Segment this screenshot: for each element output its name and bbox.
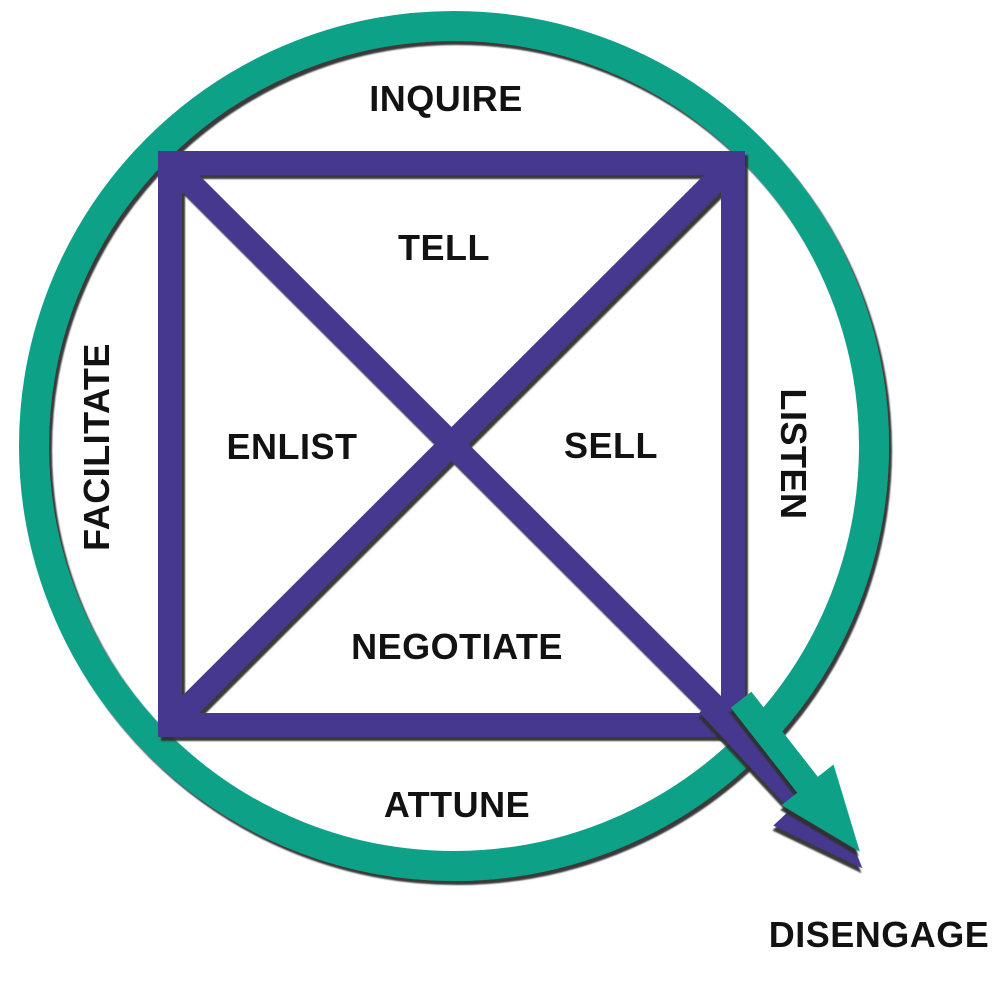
label-listen: LISTEN [773, 388, 814, 519]
label-negotiate: NEGOTIATE [351, 626, 563, 667]
label-tell: TELL [398, 227, 490, 268]
square-frame [158, 151, 745, 737]
disengage-arrow-teal-shaft [730, 691, 823, 800]
label-inquire: INQUIRE [369, 78, 523, 119]
label-attune: ATTUNE [384, 784, 530, 825]
square-with-diagonals [158, 151, 745, 737]
disengage-arrow-teal-head [781, 764, 860, 852]
disengage-arrow-teal [730, 691, 860, 852]
label-sell: SELL [564, 425, 658, 466]
label-enlist: ENLIST [226, 426, 357, 467]
label-facilitate: FACILITATE [76, 343, 117, 551]
disengage-arrow-purple-shaft [699, 694, 814, 815]
cycle-ring [19, 11, 889, 881]
diagonal-bl-tr [161, 154, 742, 734]
label-disengage: DISENGAGE [769, 914, 990, 955]
